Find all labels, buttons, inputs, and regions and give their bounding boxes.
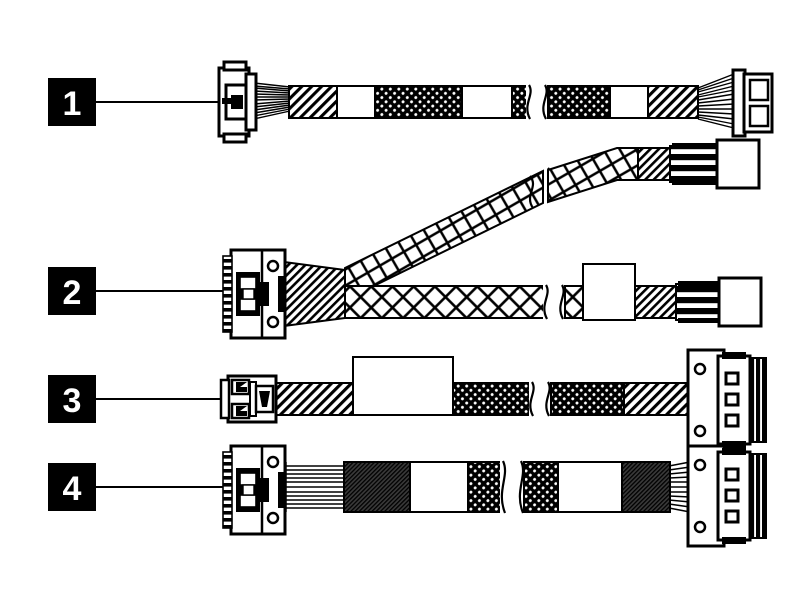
callout-label-3: 3 xyxy=(63,382,82,420)
cable-3-pin-window-2 xyxy=(724,392,740,407)
cable-1-hatch-2 xyxy=(647,85,699,119)
cable-2-lower-hatch xyxy=(634,285,678,319)
callout-3: 3 xyxy=(48,375,224,423)
cable-4-wire-strands-left xyxy=(285,462,345,512)
cable-2-screw-hole-top xyxy=(266,259,280,273)
callout-box-4 xyxy=(48,463,96,511)
cable-4-screw-hole-bottom xyxy=(266,511,280,525)
cable-3-pin-window-3 xyxy=(724,413,740,428)
callout-2: 2 xyxy=(48,267,228,315)
cable-4-pin-window-2 xyxy=(724,488,740,503)
cable-3-hatch-1 xyxy=(274,382,354,416)
cable-4-dark-band-1 xyxy=(343,461,411,513)
cable-1-window-bottom xyxy=(748,104,770,128)
cable-1-wire-fan-right xyxy=(697,73,735,129)
cable-4-left-connector xyxy=(222,444,287,536)
cable-2 xyxy=(222,138,763,340)
cable-4-break-symbol xyxy=(500,460,526,514)
cable-4-pin-window-1 xyxy=(724,467,740,482)
cable-3-pin-window-1 xyxy=(724,371,740,386)
cable-1-break-symbol xyxy=(526,84,550,120)
cable-4-braid-1 xyxy=(467,461,503,513)
cable-3 xyxy=(219,348,767,452)
cable-3-screw-hole-bottom xyxy=(693,424,707,438)
cable-3-latch-tab xyxy=(259,391,270,407)
cable-1-braid-3 xyxy=(547,85,611,119)
cable-3-right-connector xyxy=(686,348,767,452)
cable-2-lower-break-symbol xyxy=(543,284,567,320)
cable-1-latch-tab xyxy=(231,95,243,109)
cable-2-upper-hatch xyxy=(637,147,673,181)
cable-2-lower-braid-1 xyxy=(344,285,546,319)
cable-1-left-connector xyxy=(217,60,258,144)
cable-3-hatch-2 xyxy=(623,382,691,416)
callout-box-2 xyxy=(48,267,96,315)
cable-4-right-connector xyxy=(686,444,767,548)
cable-3-screw-hole-top xyxy=(693,362,707,376)
cable-3-pin-comb xyxy=(749,357,767,443)
cable-2-taper xyxy=(283,260,346,328)
callout-1: 1 xyxy=(48,78,222,126)
cable-1-window-top xyxy=(748,78,770,102)
cable-1-right-connector xyxy=(731,68,774,138)
cable-1-braid-1 xyxy=(374,85,463,119)
cable-1-label-block-2 xyxy=(461,85,513,119)
cable-2-upper-connector xyxy=(715,138,761,190)
cable-4-white-block-1 xyxy=(409,461,469,513)
cable-1-label-block-1 xyxy=(336,85,376,119)
cable-4-side-comb xyxy=(222,451,233,529)
cable-2-lower-connector xyxy=(717,276,763,328)
cable-3-braid-1 xyxy=(452,382,532,416)
callout-label-4: 4 xyxy=(63,470,82,508)
cable-4-dark-band-2 xyxy=(621,461,671,513)
cable-4-screw-hole-bottom-right xyxy=(693,520,707,534)
cable-4-pin-window-3 xyxy=(724,509,740,524)
cable-4-braid-2 xyxy=(523,461,559,513)
cable-4-screw-hole-top xyxy=(266,455,280,469)
cable-4-latch-tab xyxy=(259,478,269,502)
cable-2-lower-label-block xyxy=(582,263,636,321)
callout-label-2: 2 xyxy=(63,274,82,312)
cable-2-left-connector xyxy=(222,248,287,340)
cable-2-upper-ribbed xyxy=(669,145,719,183)
cable-2-latch-tab xyxy=(259,282,269,306)
cable-3-label-block xyxy=(352,356,454,416)
cable-4-pin-comb xyxy=(749,453,767,539)
cable-3-left-connector xyxy=(219,374,278,424)
callout-4: 4 xyxy=(48,463,228,511)
cable-2-lower-branch xyxy=(344,263,763,328)
cable-2-lower-ribbed xyxy=(675,283,721,321)
callout-box-3 xyxy=(48,375,96,423)
cable-4-screw-hole-top-right xyxy=(693,458,707,472)
cable-3-break-symbol xyxy=(529,381,553,417)
cable-1-label-block-3 xyxy=(609,85,649,119)
callout-label-1: 1 xyxy=(63,85,82,123)
cable-3-braid-2 xyxy=(550,382,625,416)
cable-1 xyxy=(217,60,774,144)
cable-1-hatch-1 xyxy=(288,85,338,119)
callout-box-1 xyxy=(48,78,96,126)
cable-2-screw-hole-bottom xyxy=(266,315,280,329)
cable-4-white-block-2 xyxy=(557,461,623,513)
cable-2-side-comb xyxy=(222,255,233,333)
cable-4-wire-strands-right xyxy=(668,461,691,513)
cable-1-braid-2 xyxy=(511,85,529,119)
cable-4 xyxy=(222,444,767,548)
cable-2-lower-braid-2 xyxy=(564,285,584,319)
